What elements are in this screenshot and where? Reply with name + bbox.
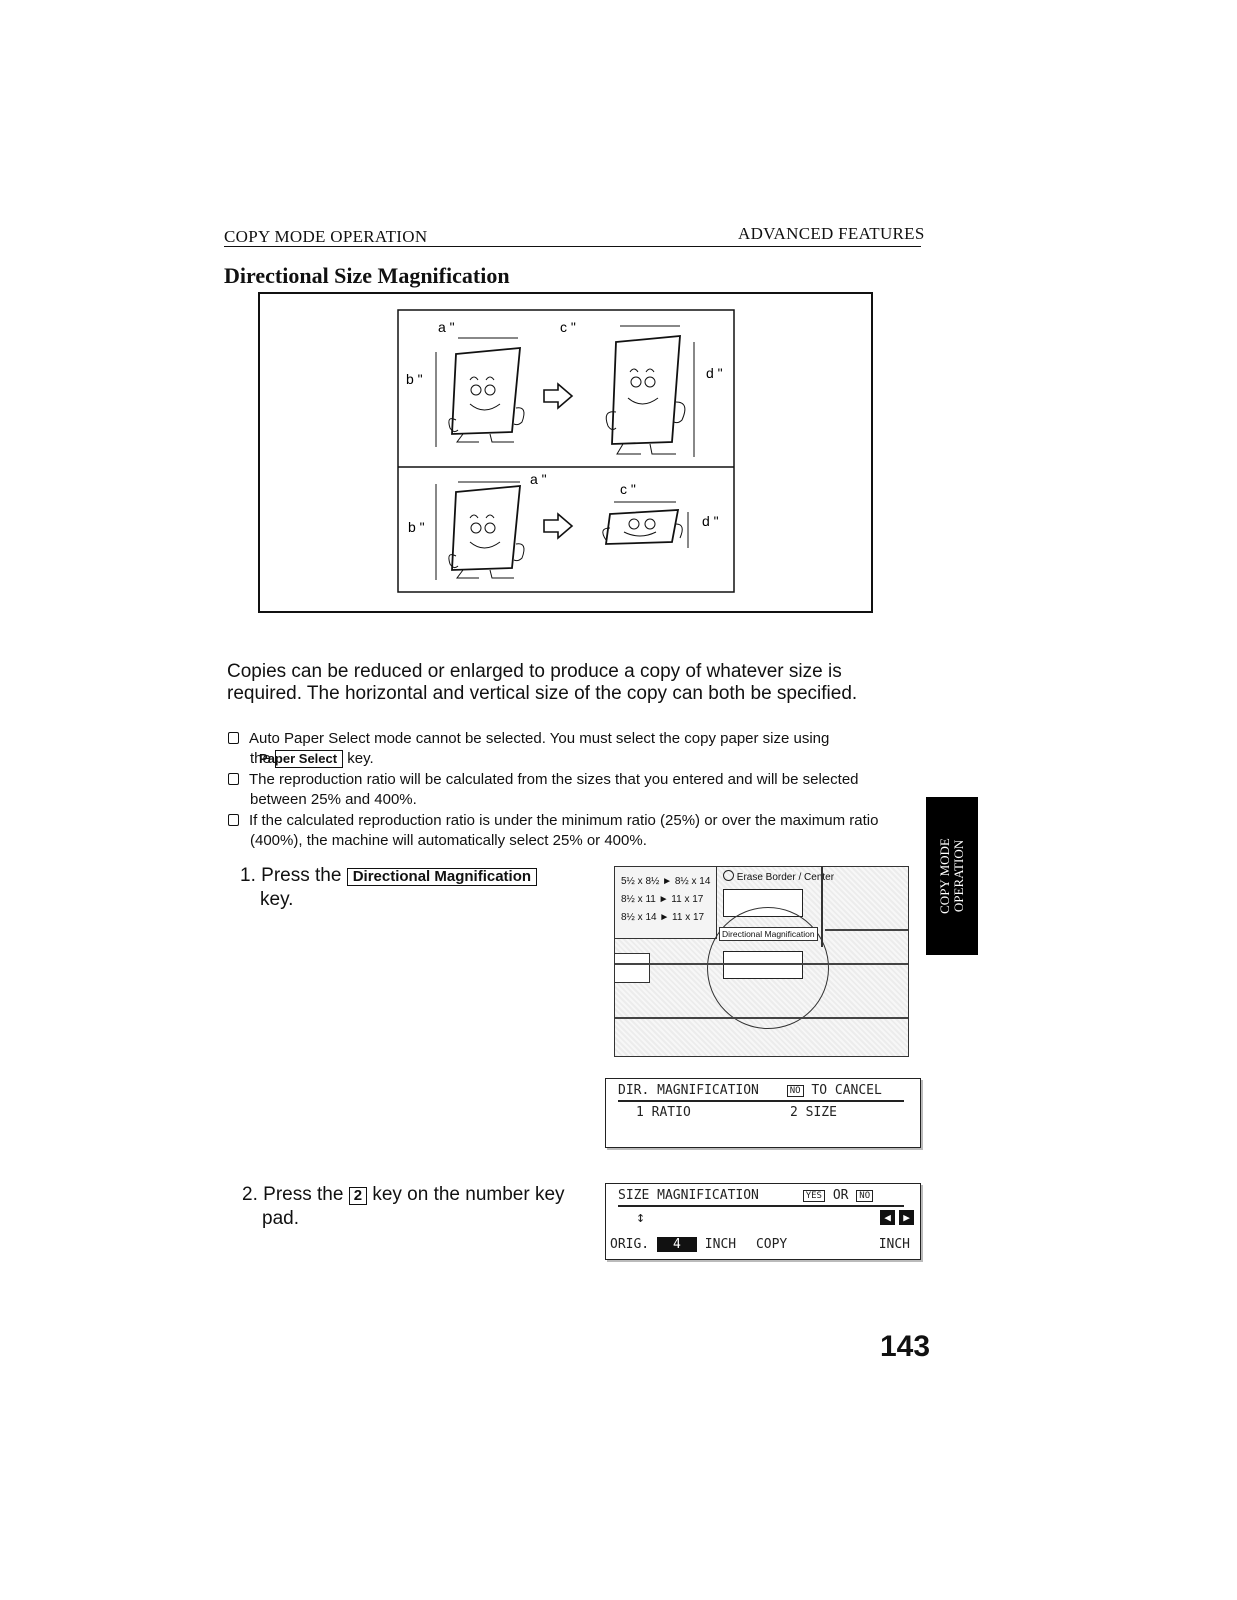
lcd-text: OR xyxy=(832,1188,849,1203)
step-text: key on the number key xyxy=(372,1184,565,1205)
no-key-icon: NO xyxy=(856,1190,874,1202)
lcd-display-size-magnification: SIZE MAGNIFICATION YES OR NO ↕ ◀▶ ORIG. … xyxy=(605,1183,921,1260)
step-number: 1. xyxy=(240,865,256,886)
copy-figure-bottom xyxy=(602,501,689,548)
cursor-keys: ◀▶ xyxy=(876,1210,914,1225)
left-arrow-icon: ◀ xyxy=(880,1210,895,1225)
preset-row: 5½ x 8½ ► 8½ x 14 xyxy=(621,876,711,887)
right-arrow-icon: ▶ xyxy=(899,1210,914,1225)
lcd-text: TO CANCEL xyxy=(811,1083,882,1098)
control-panel-illustration: 5½ x 8½ ► 8½ x 14 8½ x 11 ► 11 x 17 8½ x… xyxy=(614,866,909,1057)
note-text: The reproduction ratio will be calculate… xyxy=(249,771,859,808)
directional-magnification-button[interactable] xyxy=(723,951,803,979)
note-item: If the calculated reproduction ratio is … xyxy=(228,811,908,851)
copy-figure-top xyxy=(605,325,695,457)
section-tab: COPY MODE OPERATION xyxy=(926,797,978,955)
step-2: 2. Press the 2 key on the number key pad… xyxy=(242,1183,592,1231)
header-rule xyxy=(224,246,921,247)
lcd-text: INCH xyxy=(878,1237,910,1252)
paper-select-key: Paper Select xyxy=(259,750,344,768)
lcd-text: COPY xyxy=(755,1237,788,1252)
yes-key-icon: YES xyxy=(802,1190,825,1202)
lcd-option-size: 2 SIZE xyxy=(790,1105,837,1120)
label-b-top: b " xyxy=(406,371,423,387)
checkbox-icon xyxy=(228,814,239,826)
arrow-icon xyxy=(543,382,574,410)
step-text: pad. xyxy=(262,1208,299,1229)
label-d-top: d " xyxy=(706,365,723,381)
highlight-circle xyxy=(707,907,829,1029)
header-section-right: ADVANCED FEATURES xyxy=(738,224,925,243)
preset-row: 8½ x 14 ► 11 x 17 xyxy=(621,912,705,923)
note-text: If the calculated reproduction ratio is … xyxy=(249,812,879,849)
lcd-display-dir-magnification: DIR. MAGNIFICATION NO TO CANCEL 1 RATIO … xyxy=(605,1078,921,1148)
lcd-text: DIR. MAGNIFICATION xyxy=(618,1083,759,1098)
tab-text: COPY MODE xyxy=(937,838,952,914)
step-text: Press the xyxy=(263,1184,344,1205)
lcd-text: SIZE MAGNIFICATION xyxy=(618,1188,759,1203)
checkbox-icon xyxy=(228,773,239,785)
tab-text: OPERATION xyxy=(951,839,966,913)
number-key-2: 2 xyxy=(348,1187,368,1205)
label-b-bottom: b " xyxy=(408,519,425,535)
preset-row: 8½ x 11 ► 11 x 17 xyxy=(621,894,704,905)
directional-magnification-key: Directional Magnification xyxy=(346,868,538,886)
step-number: 2. xyxy=(242,1184,258,1205)
lcd-option-ratio: 1 RATIO xyxy=(636,1105,691,1120)
note-text: Auto Paper Select mode cannot be selecte… xyxy=(249,730,830,747)
intro-paragraph: Copies can be reduced or enlarged to pro… xyxy=(227,661,858,704)
label-a-bottom: a " xyxy=(530,471,547,487)
ratio-presets: 5½ x 8½ ► 8½ x 14 8½ x 11 ► 11 x 17 8½ x… xyxy=(615,867,717,939)
page-number: 143 xyxy=(880,1330,931,1363)
note-text: the xyxy=(250,750,271,767)
vertical-arrow-icon: ↕ xyxy=(636,1208,646,1226)
arrow-icon xyxy=(543,512,574,540)
note-item: The reproduction ratio will be calculate… xyxy=(228,770,908,810)
label-d-bottom: d " xyxy=(702,513,719,529)
label-c-bottom: c " xyxy=(620,481,636,497)
no-key-icon: NO xyxy=(786,1085,804,1097)
note-item: Auto Paper Select mode cannot be selecte… xyxy=(228,729,908,769)
note-list: Auto Paper Select mode cannot be selecte… xyxy=(228,729,908,851)
label-a-top: a " xyxy=(438,319,455,335)
checkbox-icon xyxy=(228,732,239,744)
magnification-diagram: a " c " b " d " a " c " b " d " xyxy=(258,292,873,613)
lcd-text: ORIG. xyxy=(610,1237,650,1252)
directional-magnification-label: Directional Magnification xyxy=(719,927,818,941)
lcd-input-value: 4 xyxy=(656,1237,697,1252)
step-text: key. xyxy=(260,889,294,910)
page-title: Directional Size Magnification xyxy=(224,263,510,288)
lcd-text: INCH xyxy=(704,1237,737,1252)
original-figure-bottom xyxy=(435,481,525,580)
header-section-left: COPY MODE OPERATION xyxy=(224,227,428,246)
step-1: 1. Press the Directional Magnification k… xyxy=(240,864,580,912)
note-text: key. xyxy=(347,750,374,767)
original-figure-top xyxy=(435,337,525,447)
erase-border-label: Erase Border / Center xyxy=(723,870,834,883)
step-text: Press the xyxy=(261,865,342,886)
label-c-top: c " xyxy=(560,319,576,335)
